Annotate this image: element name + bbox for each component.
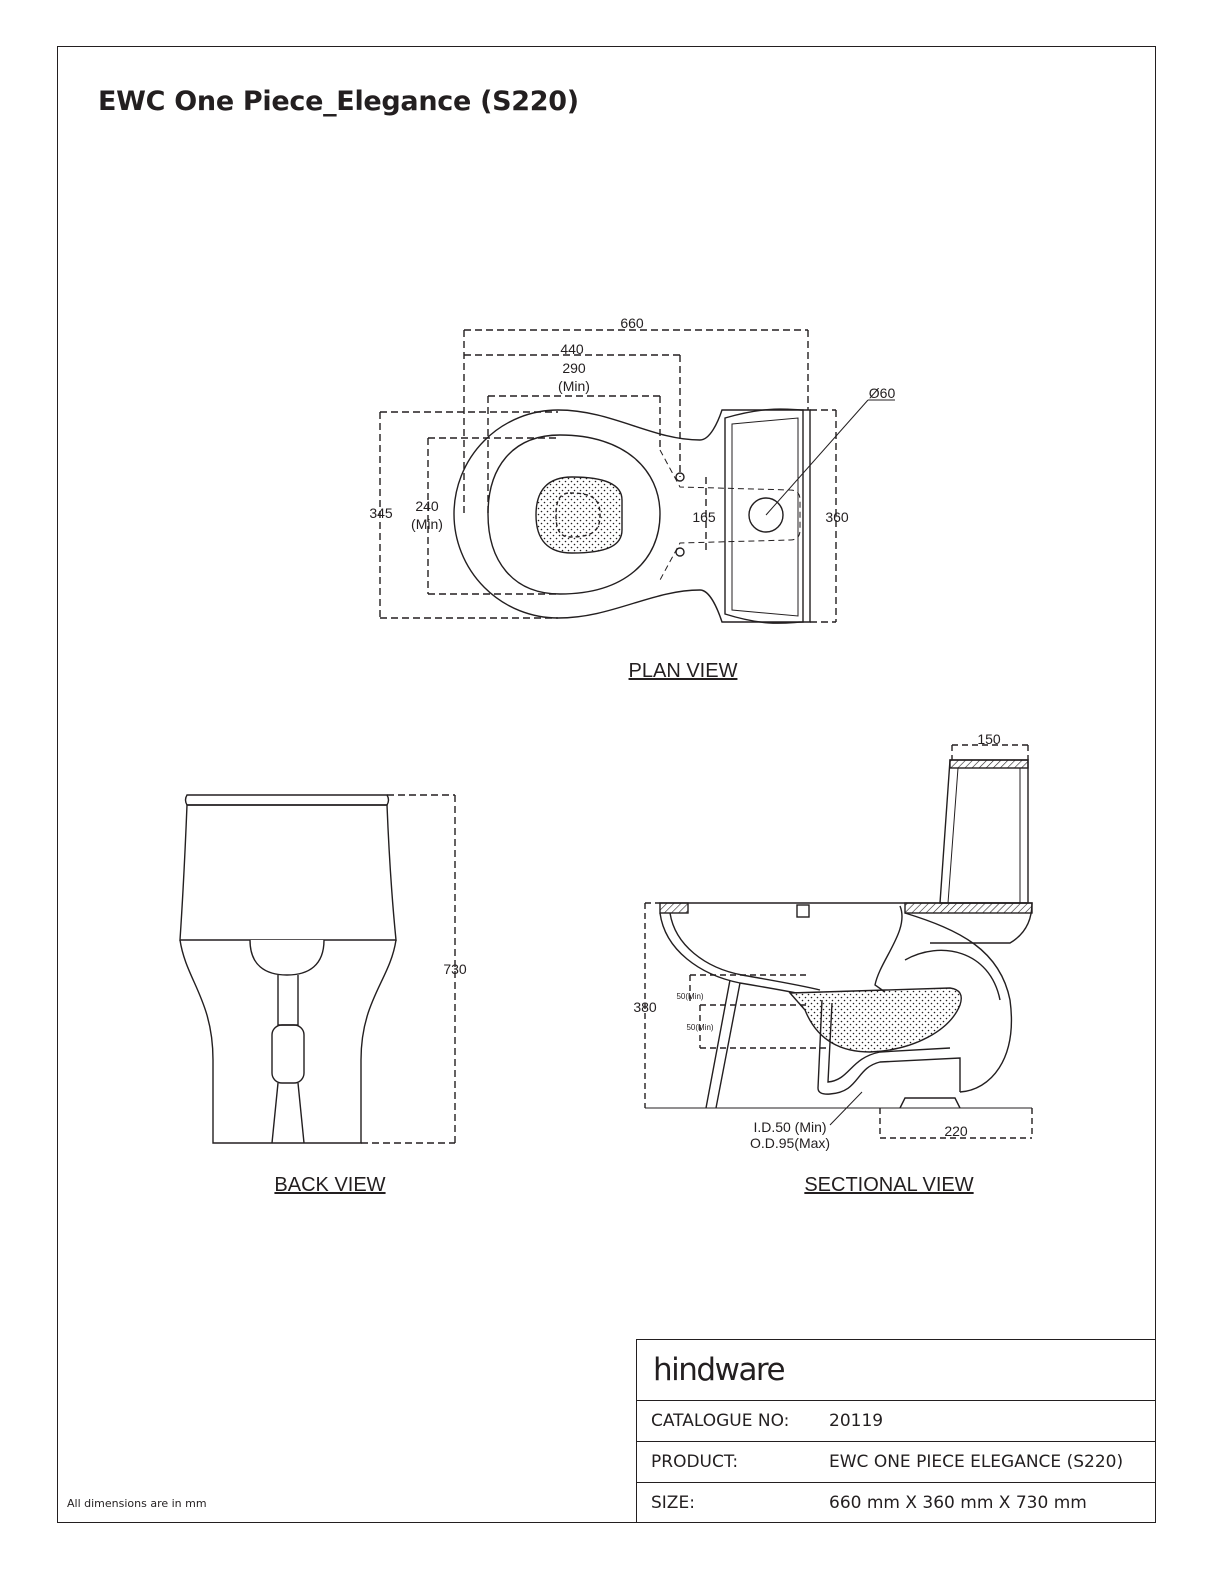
- brand-logo: hindware: [637, 1340, 1155, 1401]
- units-note: All dimensions are in mm: [67, 1497, 207, 1510]
- dim-380: 380: [633, 999, 657, 1015]
- title-block-row: CATALOGUE NO: 20119: [637, 1401, 1155, 1442]
- dim-outlet-od: O.D.95(Max): [750, 1135, 830, 1151]
- plan-water: [535, 476, 623, 554]
- dim-660: 660: [620, 315, 644, 331]
- catalogue-label: CATALOGUE NO:: [651, 1411, 790, 1431]
- dim-150: 150: [977, 731, 1001, 747]
- dim-240-note: (Min): [411, 516, 443, 532]
- plan-outline: [453, 409, 811, 623]
- plan-view-label: PLAN VIEW: [629, 660, 738, 682]
- dim-water-seal-2: 50(Min): [686, 1023, 713, 1032]
- dim-290: 290: [562, 360, 586, 376]
- dim-290-note: (Min): [558, 378, 590, 394]
- back-tank: [179, 804, 397, 941]
- section-trapway: [788, 987, 962, 1053]
- drawing-frame: [57, 46, 1156, 1523]
- catalogue-value: 20119: [829, 1411, 884, 1431]
- plan-dimensions: 660 440 290 (Min) Ø60 345 240 (Min) 165 …: [369, 315, 895, 682]
- dim-240: 240: [415, 498, 439, 514]
- back-dimensions: 730 BACK VIEW: [274, 961, 466, 1196]
- dim-diameter: Ø60: [869, 385, 896, 401]
- back-trap: [249, 939, 325, 976]
- section-dimensions: 150 380 50(Min) 50(Min) I.D.50 (Min) O.D…: [633, 731, 1001, 1196]
- product-label: PRODUCT:: [651, 1452, 739, 1472]
- plan-outlet-circle: [748, 497, 784, 533]
- title-block-row: SIZE: 660 mm X 360 mm X 730 mm: [637, 1483, 1155, 1523]
- product-value: EWC ONE PIECE ELEGANCE (S220): [829, 1452, 1124, 1472]
- dim-730: 730: [443, 961, 467, 977]
- back-view-label: BACK VIEW: [274, 1174, 385, 1196]
- dim-345: 345: [369, 505, 393, 521]
- back-lid: [184, 794, 390, 806]
- sectional-view: [644, 744, 1033, 1139]
- sectional-view-label: SECTIONAL VIEW: [804, 1174, 973, 1196]
- dim-165: 165: [692, 509, 716, 525]
- size-value: 660 mm X 360 mm X 730 mm: [829, 1493, 1087, 1513]
- plan-view: [379, 329, 895, 624]
- back-view: [179, 794, 456, 1144]
- plan-tank: [724, 408, 804, 624]
- drawing-title: EWC One Piece_Elegance (S220): [98, 86, 579, 117]
- dim-440: 440: [560, 341, 584, 357]
- dim-outlet-id: I.D.50 (Min): [753, 1119, 826, 1135]
- dim-water-seal-1: 50(Min): [676, 992, 703, 1001]
- back-body: [179, 939, 397, 1144]
- title-block-row: PRODUCT: EWC ONE PIECE ELEGANCE (S220): [637, 1442, 1155, 1483]
- dim-360: 360: [825, 509, 849, 525]
- title-block: hindware CATALOGUE NO: 20119 PRODUCT: EW…: [636, 1339, 1156, 1523]
- size-label: SIZE:: [651, 1493, 695, 1513]
- plan-bowl-rim: [487, 434, 661, 595]
- dim-220: 220: [944, 1123, 968, 1139]
